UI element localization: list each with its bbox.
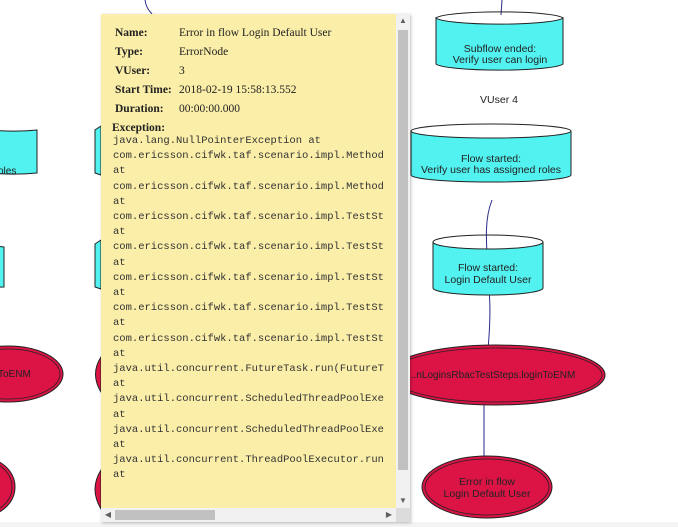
trace-line: at bbox=[113, 317, 126, 330]
trace-line: java.util.concurrent.ScheduledThreadPool… bbox=[113, 393, 384, 406]
scroll-down-arrow-icon[interactable]: ▼ bbox=[399, 496, 407, 505]
trace-line: at bbox=[113, 226, 126, 239]
node-login-to-enm[interactable]: ...nLoginsRbacTestSteps.loginToENM bbox=[386, 344, 606, 406]
trace-line: at bbox=[113, 408, 126, 421]
field-vuser: VUser: 3 bbox=[115, 65, 185, 77]
trace-line: com.ericsson.cifwk.taf.scenario.impl.Met… bbox=[113, 150, 384, 163]
tooltip-content: Name: Error in flow Login Default User Ty… bbox=[101, 14, 396, 508]
field-duration: Duration: 00:00:00.000 bbox=[115, 103, 240, 115]
trace-line: com.ericsson.cifwk.taf.scenario.impl.Tes… bbox=[113, 211, 384, 224]
trace-line: at bbox=[113, 469, 126, 482]
field-type-value: ErrorNode bbox=[179, 46, 229, 58]
node-flow-started-login-line2: Login Default User bbox=[445, 274, 532, 286]
node-flow-started-roles-line2: Verify user has assigned roles bbox=[421, 164, 561, 176]
horizontal-scroll-thumb[interactable] bbox=[115, 510, 215, 520]
field-start-time-value: 2018-02-19 15:58:13.552 bbox=[179, 84, 297, 96]
node-mid-crimson-1[interactable] bbox=[95, 355, 102, 394]
node-left-crimson-2[interactable] bbox=[0, 457, 16, 517]
vertical-scrollbar[interactable]: ▲ ▼ bbox=[396, 14, 410, 508]
edge-top-left bbox=[144, 0, 153, 15]
field-duration-key: Duration: bbox=[115, 103, 164, 115]
node-mid-crimson-2[interactable] bbox=[94, 468, 102, 511]
bottom-strip bbox=[0, 522, 678, 527]
trace-line: com.ericsson.cifwk.taf.scenario.impl.Tes… bbox=[113, 271, 384, 284]
node-left-crimson-1[interactable]: ToENM bbox=[0, 345, 64, 403]
field-vuser-value: 3 bbox=[179, 65, 185, 77]
trace-line: com.ericsson.cifwk.taf.scenario.impl.Tes… bbox=[113, 241, 384, 254]
field-start-time: Start Time: 2018-02-19 15:58:13.552 bbox=[115, 84, 297, 96]
trace-line: at bbox=[113, 287, 126, 300]
node-error-in-flow-line2: Login Default User bbox=[444, 488, 531, 500]
trace-line: at bbox=[113, 195, 126, 208]
node-error-in-flow[interactable]: Error in flow Login Default User bbox=[421, 455, 553, 519]
trace-line: java.util.concurrent.FutureTask.run(Futu… bbox=[113, 363, 384, 376]
field-name-value: Error in flow Login Default User bbox=[179, 27, 332, 39]
node-subflow-ended[interactable]: Subflow ended: Verify user can login bbox=[435, 11, 564, 71]
node-flow-started-login-line1: Flow started: bbox=[458, 262, 518, 274]
trace-line: java.util.concurrent.ThreadPoolExecutor.… bbox=[113, 454, 384, 467]
trace-line: at bbox=[113, 347, 126, 360]
trace-line: at bbox=[113, 165, 126, 178]
trace-line: java.util.concurrent.ScheduledThreadPool… bbox=[113, 423, 384, 436]
node-subflow-ended-line2: Verify user can login bbox=[453, 54, 548, 66]
node-details-tooltip: Name: Error in flow Login Default User Ty… bbox=[101, 14, 410, 522]
field-name-key: Name: bbox=[115, 27, 148, 39]
trace-line: com.ericsson.cifwk.taf.scenario.impl.Tes… bbox=[113, 302, 384, 315]
trace-line: com.ericsson.cifwk.taf.scenario.impl.Tes… bbox=[113, 332, 384, 345]
field-type-key: Type: bbox=[115, 46, 143, 58]
field-name: Name: Error in flow Login Default User bbox=[115, 27, 331, 39]
scroll-up-arrow-icon[interactable]: ▲ bbox=[399, 16, 407, 25]
scrollbar-corner bbox=[396, 508, 410, 522]
node-flow-started-login[interactable]: Flow started: Login Default User bbox=[432, 234, 544, 296]
trace-line: java.lang.NullPointerException at bbox=[113, 135, 321, 147]
trace-line: at bbox=[113, 439, 126, 452]
node-left-crimson-1-label: ToENM bbox=[0, 369, 31, 380]
node-error-in-flow-line1: Error in flow bbox=[459, 476, 515, 488]
field-start-time-key: Start Time: bbox=[115, 84, 172, 96]
field-vuser-key: VUser: bbox=[115, 65, 151, 77]
node-left-cyan-1[interactable]: oles bbox=[0, 129, 38, 177]
exception-trace: java.lang.NullPointerException at com.eri… bbox=[113, 134, 396, 484]
horizontal-scrollbar[interactable]: ◀ ▶ bbox=[101, 508, 396, 522]
vertical-scroll-thumb[interactable] bbox=[398, 30, 408, 470]
node-left-cyan-2[interactable] bbox=[0, 244, 5, 288]
node-login-to-enm-label: ...nLoginsRbacTestSteps.loginToENM bbox=[408, 370, 575, 381]
node-flow-started-roles[interactable]: Flow started: Verify user has assigned r… bbox=[410, 123, 572, 183]
node-subflow-ended-line1: Subflow ended: bbox=[464, 43, 536, 55]
field-type: Type: ErrorNode bbox=[115, 46, 228, 58]
node-flow-started-roles-line1: Flow started: bbox=[461, 153, 521, 165]
exception-label: Exception: bbox=[112, 122, 166, 134]
field-duration-value: 00:00:00.000 bbox=[179, 103, 241, 115]
node-left-cyan-1-label: oles bbox=[0, 166, 16, 177]
scroll-left-arrow-icon[interactable]: ◀ bbox=[104, 510, 112, 519]
scroll-right-arrow-icon[interactable]: ▶ bbox=[385, 510, 393, 519]
trace-line: com.ericsson.cifwk.taf.scenario.impl.Met… bbox=[113, 180, 384, 193]
vuser-label: VUser 4 bbox=[480, 94, 518, 106]
trace-line: at bbox=[113, 256, 126, 269]
trace-line: at bbox=[113, 378, 126, 391]
